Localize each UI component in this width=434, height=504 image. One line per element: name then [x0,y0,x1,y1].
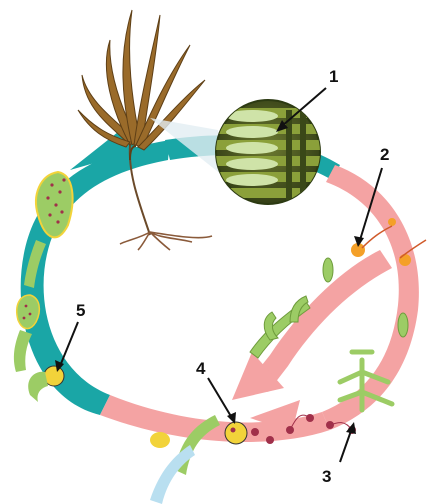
magnification-cone [150,118,222,175]
cycle-arrowhead-pink-inner [232,352,284,400]
label-2: 2 [380,145,389,164]
kelp-holdfast [119,231,213,251]
female-gametophyte [337,349,395,413]
sori-magnification [150,99,321,205]
label-pointer-heads [55,120,364,434]
zygote-and-young-sporophyte [150,415,248,504]
cycle-arrow-pink-bottom [100,395,330,442]
cycle-arrow-pink-right [322,165,419,430]
kelp-stipe-upper [129,145,137,161]
label-5: 5 [76,301,85,320]
label-4: 4 [196,359,206,378]
released-spores [351,218,427,266]
label-pointers [59,87,383,463]
kelp-sporophyte-illustration [77,9,213,251]
gametophytes [249,257,409,359]
kelp-blades [77,9,206,151]
young-sporophytes [13,170,74,402]
cycle-arrowhead-pink-bottom [250,400,300,432]
label-1: 1 [329,67,338,86]
cycle-arrow-pink-inner [250,250,392,392]
label-3: 3 [322,467,331,486]
